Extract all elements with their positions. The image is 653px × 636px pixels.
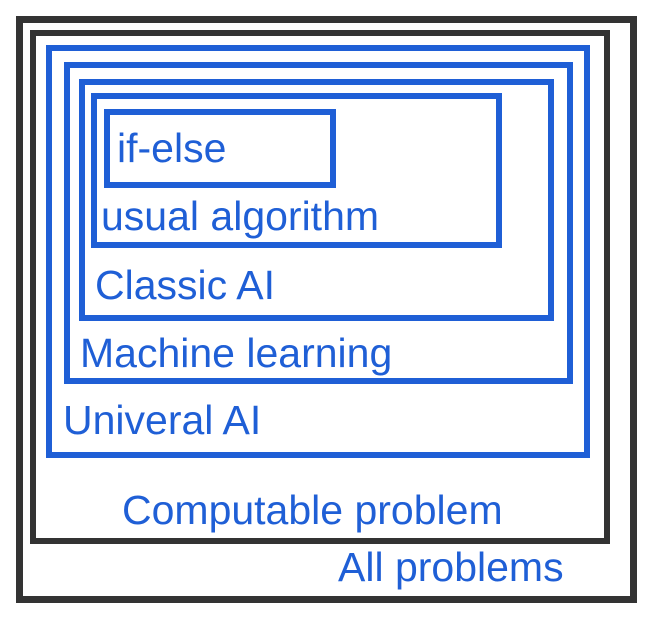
usual-algorithm-label: usual algorithm — [101, 193, 380, 239]
machine-learning-label: Machine learning — [80, 330, 393, 376]
if-else-label: if-else — [117, 125, 227, 171]
classic-ai-label: Classic AI — [95, 262, 275, 308]
all-problems-box — [16, 16, 637, 603]
usual-algorithm-box — [91, 93, 502, 248]
universal-ai-label: Univeral AI — [63, 397, 262, 443]
computable-problem-box — [30, 30, 610, 544]
if-else-box — [104, 109, 336, 188]
machine-learning-box — [64, 62, 573, 384]
all-problems-label: All problems — [338, 544, 564, 590]
classic-ai-box — [79, 79, 554, 321]
universal-ai-box — [46, 45, 590, 458]
computable-problem-label: Computable problem — [122, 487, 503, 533]
